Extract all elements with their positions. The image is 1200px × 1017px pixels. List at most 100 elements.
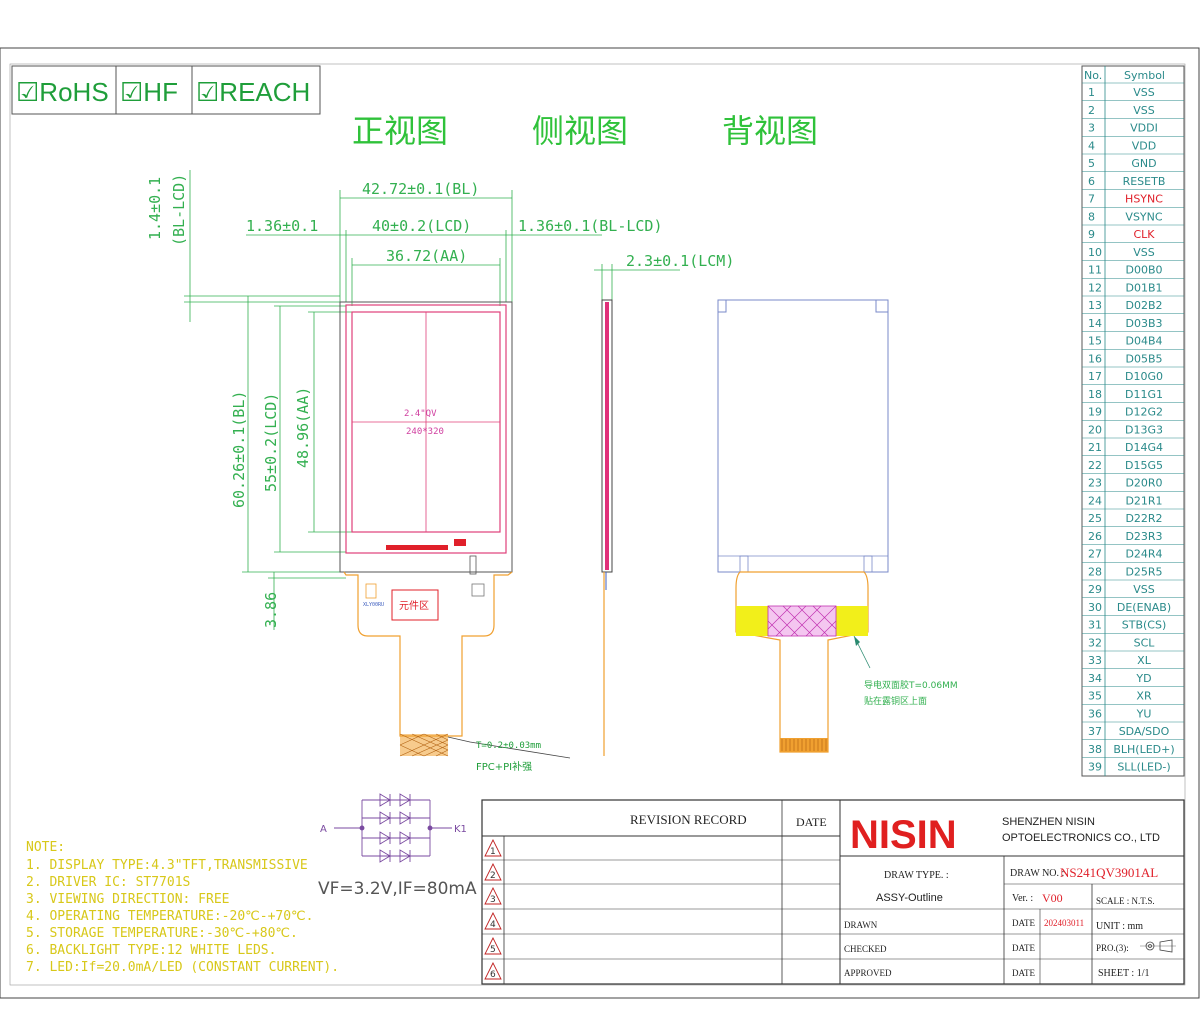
pin-number: 14 xyxy=(1088,317,1102,330)
date-value: 202403011 xyxy=(1044,918,1084,928)
front-view: 42.72±0.1(BL) 40±0.2(LCD) 1.36±0.1 1.36±… xyxy=(146,170,663,773)
pin-symbol: D13G3 xyxy=(1125,423,1163,436)
pin-number: 39 xyxy=(1088,761,1102,774)
pin-symbol: D14G4 xyxy=(1125,441,1163,454)
pin-symbol: D05B5 xyxy=(1125,352,1162,365)
pin-symbol: D20R0 xyxy=(1125,477,1162,490)
conductive-tape-right xyxy=(836,606,868,636)
pin-number: 8 xyxy=(1088,210,1095,223)
fpc-thickness: T=0.2±0.03mm xyxy=(476,741,541,751)
pin-symbol: D10G0 xyxy=(1125,370,1163,383)
ver-label: Ver. : xyxy=(1012,893,1033,904)
dim-lcd-width: 40±0.2(LCD) xyxy=(372,217,471,235)
pin-symbol: YD xyxy=(1135,672,1151,685)
pin-symbol: D12G2 xyxy=(1125,406,1163,419)
drawn-label: DRAWN xyxy=(844,920,878,930)
pin-symbol: VSS xyxy=(1133,104,1155,117)
pin-symbol: CLK xyxy=(1133,228,1155,241)
component-area xyxy=(391,589,439,621)
revision-no: 4 xyxy=(490,920,496,930)
rohs-badge: ☑RoHS xyxy=(16,77,109,107)
company-logo: NISIN xyxy=(850,813,957,857)
dim-aa-height: 48.96(AA) xyxy=(294,387,312,468)
pin-number: 7 xyxy=(1088,193,1095,206)
dim-bl-height: 60.26±0.1(BL) xyxy=(230,391,248,508)
draw-type-label: DRAW TYPE. : xyxy=(884,870,949,881)
hf-badge: ☑HF xyxy=(120,77,178,107)
fpc-small-mark: XLY00RU xyxy=(363,602,384,608)
pin-symbol: HSYNC xyxy=(1125,193,1163,206)
pin-symbol: XL xyxy=(1137,654,1152,667)
pin-number: 33 xyxy=(1088,654,1102,667)
pin-number: 35 xyxy=(1088,690,1102,703)
pin-symbol: D03B3 xyxy=(1125,317,1162,330)
scale-label: SCALE : N.T.S. xyxy=(1096,896,1155,906)
led-schematic xyxy=(334,793,452,863)
pin-number: 1 xyxy=(1088,86,1095,99)
dim-left-margin: 1.36±0.1 xyxy=(246,217,318,235)
back-view: 导电双面胶T=0.06MM 贴在露铜区上面 xyxy=(717,299,958,753)
pin-number: 12 xyxy=(1088,281,1102,294)
panel-resolution-label: 240*320 xyxy=(406,427,444,437)
pin-symbol: GND xyxy=(1131,157,1156,170)
pin-symbol: D00B0 xyxy=(1125,264,1162,277)
drawing-frame xyxy=(0,47,1200,999)
dim-lcd-height: 55±0.2(LCD) xyxy=(262,393,280,492)
date-label: DATE xyxy=(1012,918,1035,928)
dim-right-margin: 1.36±0.1(BL-LCD) xyxy=(518,217,663,235)
note-line: NOTE: xyxy=(26,840,65,855)
dim-top-offset-note: (BL-LCD) xyxy=(170,174,188,246)
pin-symbol: YU xyxy=(1136,707,1152,720)
approved-label: APPROVED xyxy=(844,968,892,978)
dim-top-offset: 1.4±0.1 xyxy=(146,177,164,240)
ver-value: V00 xyxy=(1042,891,1063,905)
note-line: 3. VIEWING DIRECTION: FREE xyxy=(26,892,230,907)
checked-label: CHECKED xyxy=(844,944,887,954)
pin-symbol: VDD xyxy=(1132,139,1156,152)
pin-symbol: SDA/SDO xyxy=(1119,725,1170,738)
revision-no: 3 xyxy=(490,895,496,905)
dim-aa-width: 36.72(AA) xyxy=(386,247,467,265)
exposed-copper-area xyxy=(767,605,837,637)
pin-symbol: D21R1 xyxy=(1125,494,1162,507)
backlight-outline xyxy=(339,301,513,573)
pin-number: 17 xyxy=(1088,370,1102,383)
pin-number: 15 xyxy=(1088,335,1102,348)
pin-symbol: VSS xyxy=(1133,86,1155,99)
notes: NOTE: 1. DISPLAY TYPE:4.3"TFT,TRANSMISSI… xyxy=(26,840,339,975)
back-view-outline xyxy=(717,299,889,573)
pin-number: 27 xyxy=(1088,548,1102,561)
pin-number: 2 xyxy=(1088,104,1095,117)
pin-table-header-no: No. xyxy=(1084,69,1102,82)
pin-symbol: BLH(LED+) xyxy=(1113,743,1174,756)
unit-label: UNIT : mm xyxy=(1096,921,1143,932)
pin-symbol: D15G5 xyxy=(1125,459,1163,472)
tape-note-2: 贴在露铜区上面 xyxy=(864,695,927,707)
revision-no: 1 xyxy=(490,847,496,857)
panel-size-label: 2.4"QV xyxy=(404,409,437,419)
pin-symbol: D23R3 xyxy=(1125,530,1162,543)
pin-number: 26 xyxy=(1088,530,1102,543)
pin-number: 10 xyxy=(1088,246,1102,259)
conductive-tape-left xyxy=(736,606,768,636)
back-view-title: 背视图 xyxy=(722,112,818,150)
pin-number: 13 xyxy=(1088,299,1102,312)
pin-symbol: VSS xyxy=(1133,246,1155,259)
pin-symbol: SCL xyxy=(1134,636,1156,649)
pin-number: 30 xyxy=(1088,601,1102,614)
note-line: 4. OPERATING TEMPERATURE:-20℃-+70℃. xyxy=(26,909,313,924)
pin-table-header-symbol: Symbol xyxy=(1124,69,1165,82)
side-view: 2.3±0.1(LCM) xyxy=(594,252,734,756)
note-line: 1. DISPLAY TYPE:4.3"TFT,TRANSMISSIVE xyxy=(26,858,308,873)
dim-bl-width: 42.72±0.1(BL) xyxy=(362,180,479,198)
pin-symbol: D11G1 xyxy=(1125,388,1163,401)
company-name-line1: SHENZHEN NISIN xyxy=(1002,816,1095,828)
pin-symbol: D25R5 xyxy=(1125,565,1162,578)
pin-number: 16 xyxy=(1088,352,1102,365)
sheet-label: SHEET : 1/1 xyxy=(1098,968,1149,979)
note-line: 6. BACKLIGHT TYPE:12 WHITE LEDS. xyxy=(26,943,276,958)
draw-no-label: DRAW NO. : xyxy=(1010,868,1064,879)
pin-symbol: XR xyxy=(1136,690,1152,703)
